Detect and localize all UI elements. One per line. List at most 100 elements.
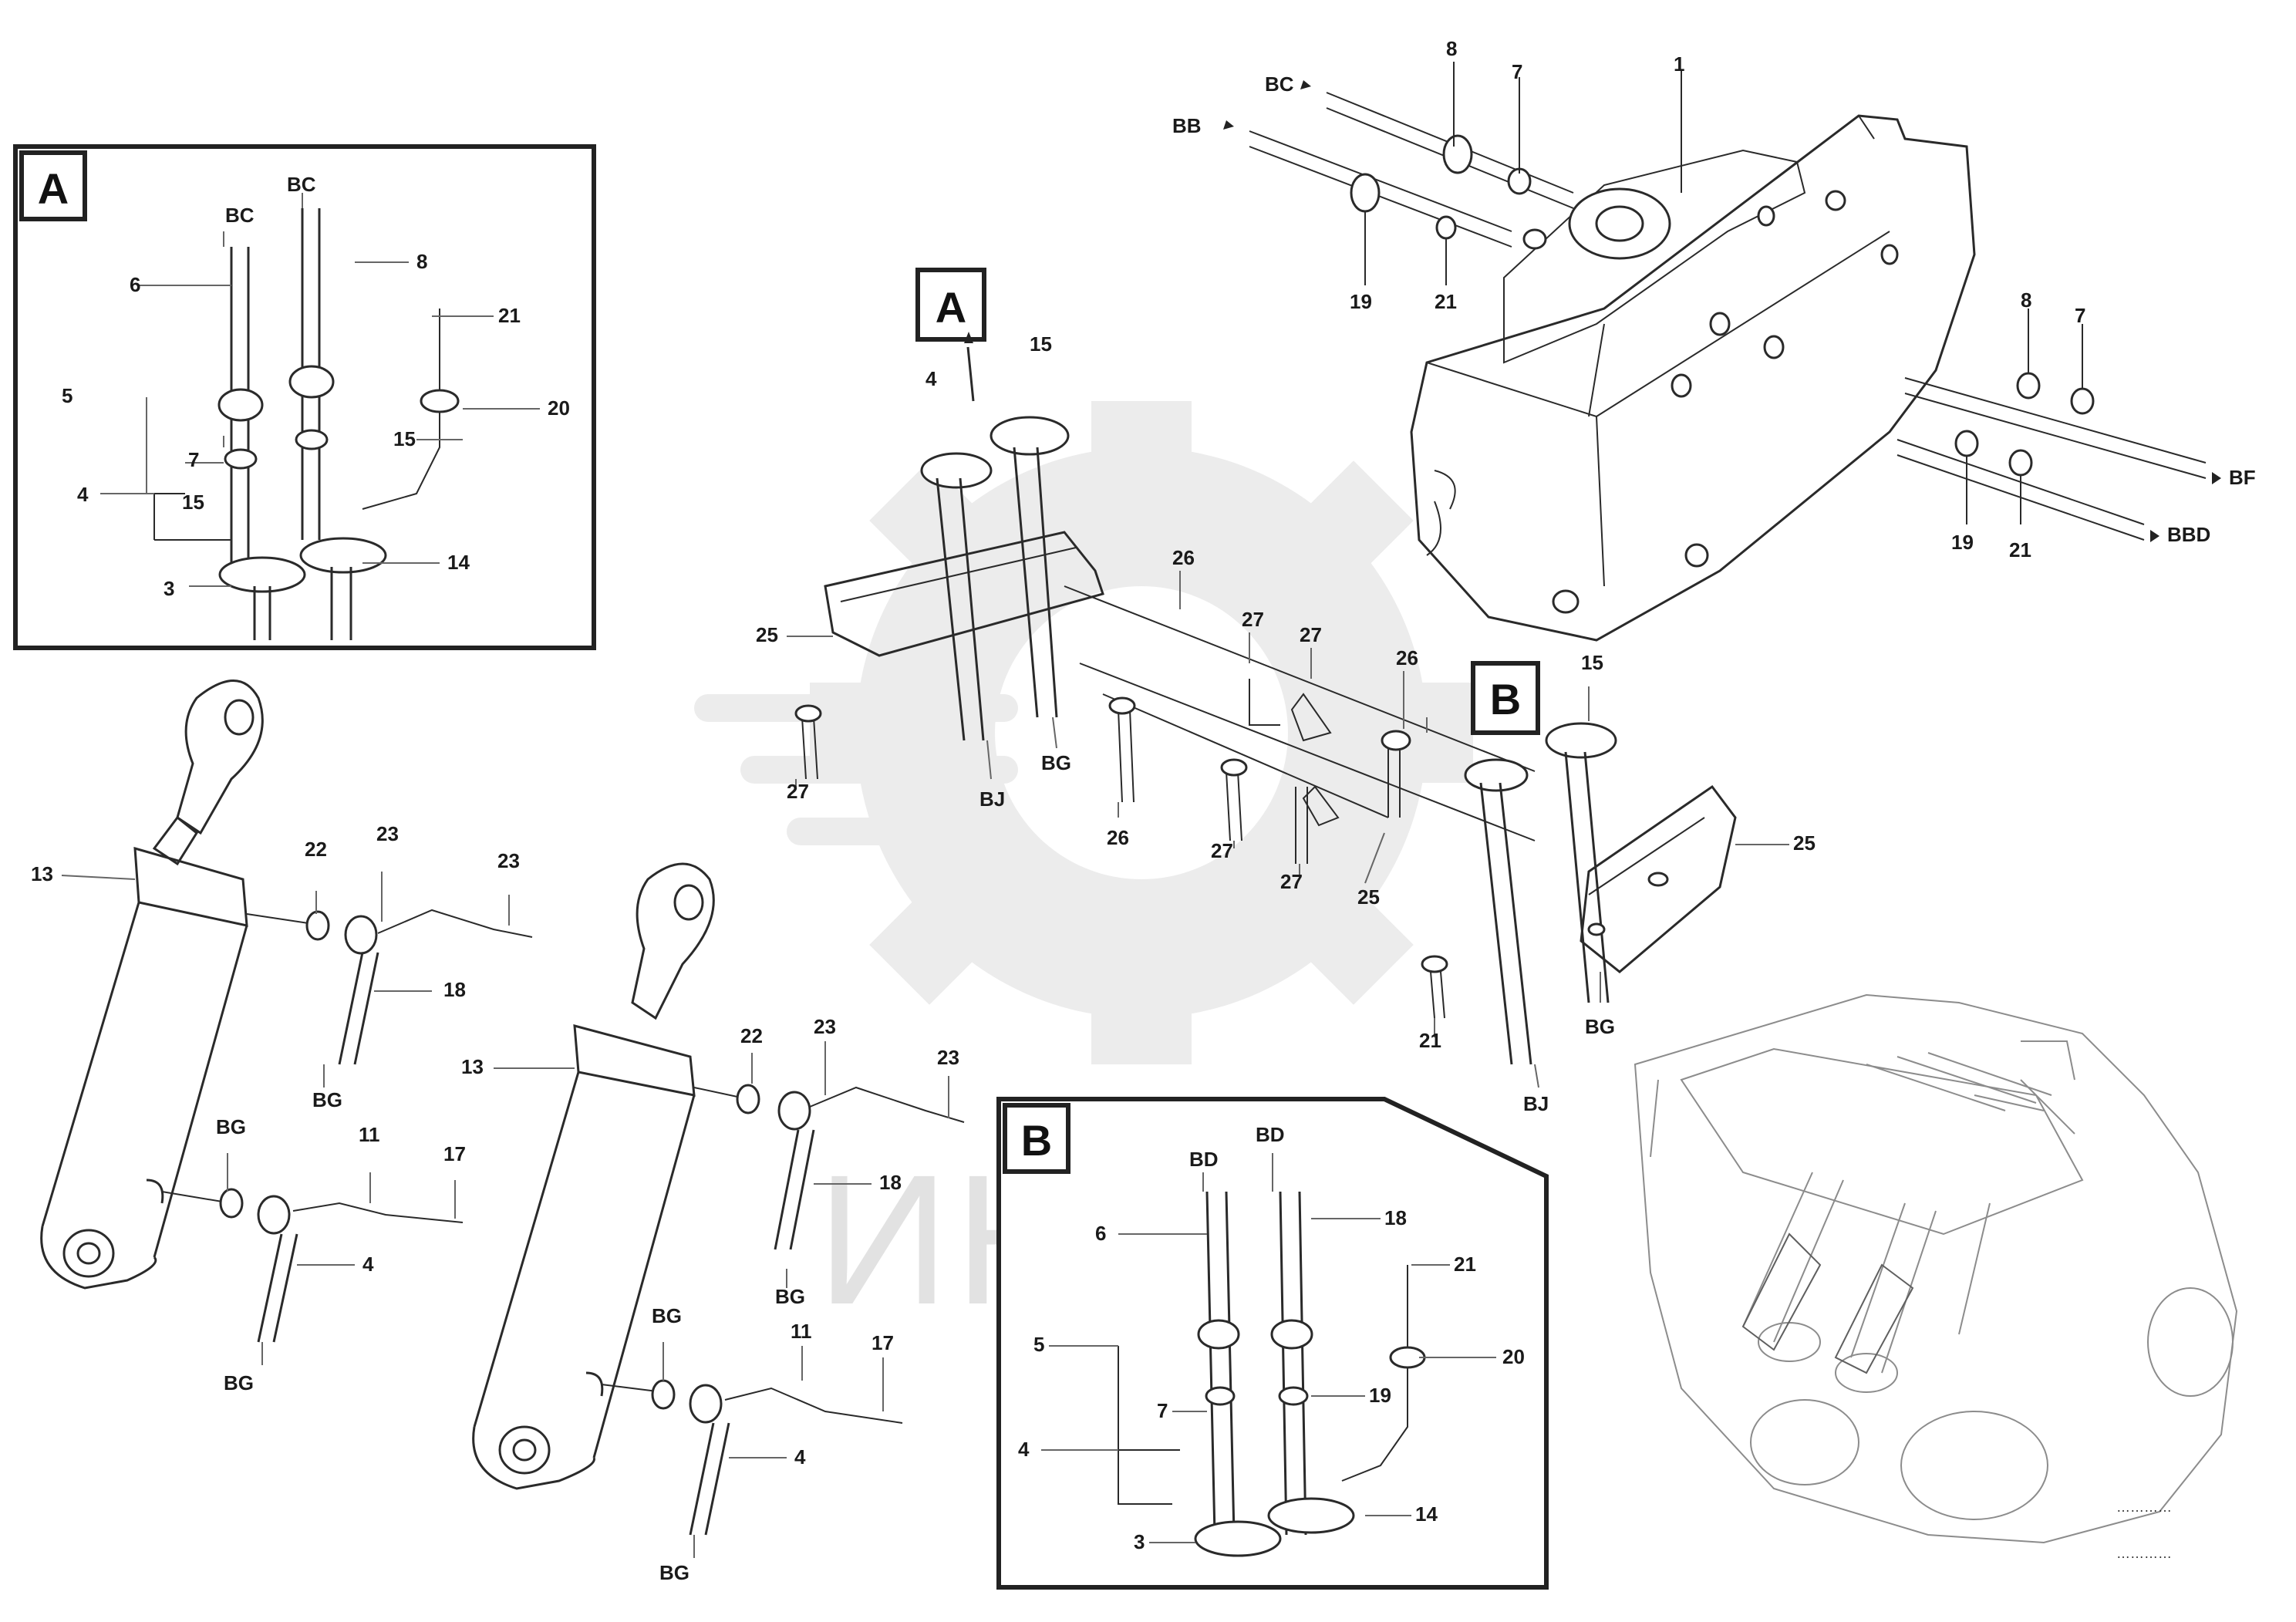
svg-text:4: 4 (77, 483, 89, 506)
svg-text:4: 4 (1018, 1438, 1030, 1461)
inset-a-letter: A (38, 164, 69, 213)
svg-text:11: 11 (791, 1320, 812, 1343)
gear-logo-icon (694, 401, 1473, 1064)
svg-text:26: 26 (1396, 646, 1418, 669)
cylinder-middle-labels: 13 22 23 23 18 BG BG 11 17 4 BG (461, 1015, 959, 1584)
svg-text:13: 13 (461, 1055, 484, 1078)
svg-text:22: 22 (740, 1024, 763, 1047)
svg-text:BG: BG (652, 1304, 682, 1327)
svg-text:21: 21 (1454, 1253, 1476, 1276)
svg-text:19: 19 (1951, 531, 1974, 554)
svg-text:7: 7 (2075, 304, 2085, 327)
svg-text:23: 23 (497, 849, 520, 872)
svg-text:21: 21 (1435, 290, 1457, 313)
svg-text:15: 15 (1030, 332, 1052, 356)
hydraulic-cylinder-middle: 13 22 23 23 18 BG BG 11 17 4 BG (461, 862, 965, 1584)
svg-text:7: 7 (188, 448, 199, 471)
svg-text:25: 25 (1357, 885, 1380, 909)
svg-text:27: 27 (1242, 608, 1264, 631)
inset-a: A BC BC 6 8 21 20 5 4 15 7 15 14 (13, 144, 596, 650)
svg-text:26: 26 (1107, 826, 1129, 849)
svg-text:…………: ………… (2116, 1546, 2172, 1561)
svg-text:BC: BC (287, 173, 316, 196)
svg-text:13: 13 (31, 862, 53, 885)
svg-text:BBD: BBD (2167, 523, 2210, 546)
svg-text:4: 4 (925, 367, 937, 390)
svg-text:8: 8 (2021, 288, 2031, 312)
svg-text:11: 11 (359, 1123, 380, 1146)
svg-text:BD: BD (1189, 1148, 1219, 1171)
svg-text:BG: BG (224, 1371, 254, 1394)
svg-text:23: 23 (814, 1015, 836, 1038)
svg-text:27: 27 (1300, 623, 1322, 646)
inset-a-labels: BC BC 6 8 21 20 5 4 15 7 15 14 3 (62, 173, 570, 600)
svg-text:1: 1 (1674, 52, 1684, 76)
svg-text:17: 17 (872, 1331, 894, 1354)
svg-text:5: 5 (62, 384, 72, 407)
svg-text:BB: BB (1172, 114, 1202, 137)
svg-text:BG: BG (312, 1088, 342, 1111)
svg-text:25: 25 (756, 623, 778, 646)
svg-text:8: 8 (1446, 37, 1457, 60)
svg-text:4: 4 (362, 1253, 374, 1276)
svg-text:BF: BF (2229, 466, 2256, 489)
svg-text:23: 23 (937, 1046, 959, 1069)
svg-text:18: 18 (443, 978, 466, 1001)
svg-text:6: 6 (1095, 1222, 1106, 1245)
drawing-reference-code: ………… ………… (2116, 1499, 2172, 1561)
svg-text:BJ: BJ (1523, 1092, 1549, 1115)
svg-text:7: 7 (1157, 1399, 1168, 1422)
svg-text:BJ: BJ (979, 787, 1005, 811)
svg-text:15: 15 (1581, 651, 1603, 674)
svg-text:15: 15 (182, 491, 204, 514)
svg-text:21: 21 (2009, 538, 2031, 561)
manifold-labels: 4 15 25 26 27 27 26 15 27 BG BJ 26 27 27… (756, 332, 1816, 1115)
svg-text:20: 20 (548, 396, 570, 420)
svg-text:21: 21 (498, 304, 521, 327)
svg-text:15: 15 (393, 427, 416, 450)
svg-text:BG: BG (775, 1285, 805, 1308)
svg-text:27: 27 (1280, 870, 1303, 893)
main-callout-a: A (936, 283, 966, 332)
svg-text:…………: ………… (2116, 1499, 2172, 1515)
svg-text:BG: BG (1041, 751, 1071, 774)
svg-text:14: 14 (1415, 1502, 1438, 1526)
svg-text:3: 3 (164, 577, 174, 600)
svg-text:22: 22 (305, 838, 327, 861)
inset-b-letter: B (1021, 1116, 1052, 1165)
svg-text:BC: BC (225, 204, 255, 227)
svg-text:14: 14 (447, 551, 470, 574)
svg-text:6: 6 (130, 273, 140, 296)
svg-text:25: 25 (1793, 831, 1816, 855)
svg-text:19: 19 (1369, 1384, 1391, 1407)
inset-b-labels: BD BD 6 18 21 20 5 7 19 4 14 3 (1018, 1123, 1525, 1553)
svg-text:17: 17 (443, 1142, 466, 1165)
machine-overview-sketch (1633, 993, 2238, 1544)
svg-text:20: 20 (1502, 1345, 1525, 1368)
svg-text:4: 4 (794, 1445, 806, 1469)
manifold-bracket-assembly: A B (756, 268, 1816, 1115)
svg-text:3: 3 (1134, 1530, 1145, 1553)
svg-text:BG: BG (659, 1561, 689, 1584)
hydraulic-cylinder-left: 13 22 23 23 18 BG BG 11 17 4 BG (31, 679, 533, 1394)
valve-labels: 8 7 1 BC BB 19 21 8 7 BF BBD 19 21 (1172, 37, 2256, 561)
svg-text:21: 21 (1419, 1029, 1441, 1052)
svg-text:18: 18 (879, 1171, 902, 1194)
svg-text:27: 27 (1211, 839, 1233, 862)
svg-text:BC: BC (1265, 73, 1294, 96)
control-valve-block: 8 7 1 BC BB 19 21 8 7 BF BBD 19 21 (1172, 37, 2256, 642)
svg-text:BD: BD (1256, 1123, 1285, 1146)
main-callout-b: B (1490, 675, 1521, 723)
svg-text:5: 5 (1033, 1333, 1044, 1356)
cylinder-left-labels: 13 22 23 23 18 BG BG 11 17 4 BG (31, 822, 520, 1394)
svg-text:19: 19 (1350, 290, 1372, 313)
svg-text:23: 23 (376, 822, 399, 845)
svg-text:BG: BG (216, 1115, 246, 1138)
svg-text:26: 26 (1172, 546, 1195, 569)
svg-text:18: 18 (1384, 1206, 1407, 1229)
inset-b: B BD BD 6 18 21 20 5 7 19 4 14 3 (996, 1097, 1549, 1590)
svg-text:7: 7 (1512, 60, 1522, 83)
svg-text:BG: BG (1585, 1015, 1615, 1038)
svg-text:27: 27 (787, 780, 809, 803)
svg-text:8: 8 (416, 250, 427, 273)
